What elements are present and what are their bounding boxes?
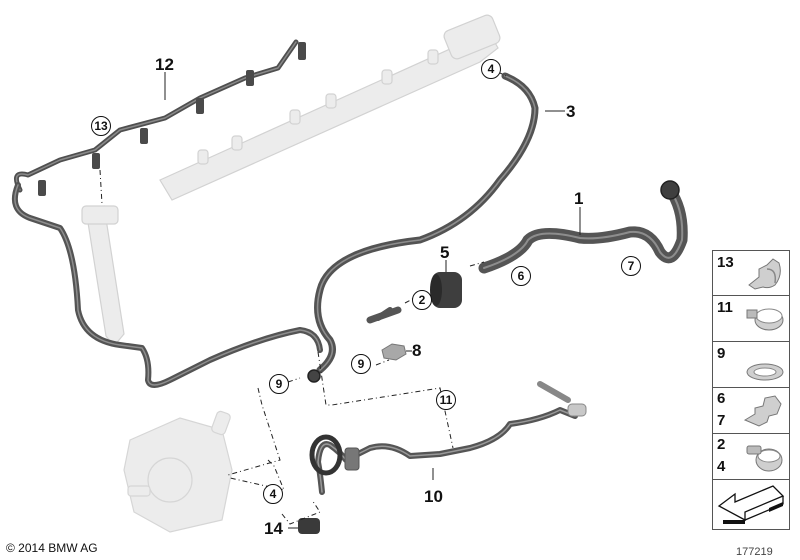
circle-callout-4-bottom[interactable]: 4	[263, 484, 283, 504]
legend-item-13[interactable]: 13	[712, 250, 790, 296]
circle-callout-9-left[interactable]: 9	[269, 374, 289, 394]
connector-sleeve-5	[430, 272, 462, 308]
injector-ghost	[81, 205, 125, 347]
direction-arrow-icon	[717, 485, 785, 524]
circle-callout-11[interactable]: 11	[436, 390, 456, 410]
legend-item-2-4[interactable]: 2 4	[712, 434, 790, 480]
legend-number: 2	[717, 436, 726, 453]
callout-8[interactable]: 8	[412, 341, 422, 360]
circle-callout-7[interactable]: 7	[621, 256, 641, 276]
legend-number: 11	[717, 299, 733, 316]
fuel-rail-ghost	[159, 14, 501, 201]
copyright-text: © 2014 BMW AG	[6, 541, 98, 555]
circle-callout-13[interactable]: 13	[91, 116, 111, 136]
callout-3[interactable]: 3	[566, 102, 576, 121]
legend-number: 6	[717, 390, 726, 407]
return-hose-left	[12, 182, 323, 388]
legend-number: 7	[717, 412, 726, 429]
return-line-10	[309, 381, 587, 495]
clip-holder-icon	[748, 258, 781, 290]
drawing-id: 177219	[736, 546, 773, 558]
circle-callout-9-right[interactable]: 9	[351, 354, 371, 374]
cap-14	[298, 518, 320, 534]
spring-clamp-icon	[746, 445, 783, 472]
sealing-ring-icon	[746, 363, 784, 381]
callout-1[interactable]: 1	[574, 189, 584, 208]
legend-item-11[interactable]: 11	[712, 296, 790, 342]
leader-lines	[164, 72, 581, 529]
legend-item-6-7[interactable]: 6 7	[712, 388, 790, 434]
hose-1	[478, 180, 688, 274]
legend-item-arrow[interactable]	[712, 480, 790, 530]
legend-item-9[interactable]: 9	[712, 342, 790, 388]
leak-off-line-12	[13, 39, 306, 196]
hose-stub-2	[366, 306, 402, 324]
circle-callout-2[interactable]: 2	[412, 290, 432, 310]
legend-number: 4	[717, 458, 726, 475]
callout-5[interactable]: 5	[440, 243, 450, 262]
callout-14[interactable]: 14	[264, 519, 283, 538]
circle-callout-4-top[interactable]: 4	[481, 59, 501, 79]
legend-number: 13	[717, 254, 734, 271]
banjo-fitting	[307, 369, 321, 383]
small-parts-legend: 13 11 9 6 7 2 4	[712, 250, 790, 530]
callout-10[interactable]: 10	[424, 487, 443, 506]
hose-clamp-icon	[746, 308, 784, 331]
banjo-bolt-8	[381, 343, 407, 361]
legend-number: 9	[717, 345, 726, 362]
callout-12[interactable]: 12	[155, 55, 174, 74]
double-clip-icon	[743, 395, 782, 427]
circle-callout-6[interactable]: 6	[511, 266, 531, 286]
pump-ghost	[123, 410, 233, 533]
